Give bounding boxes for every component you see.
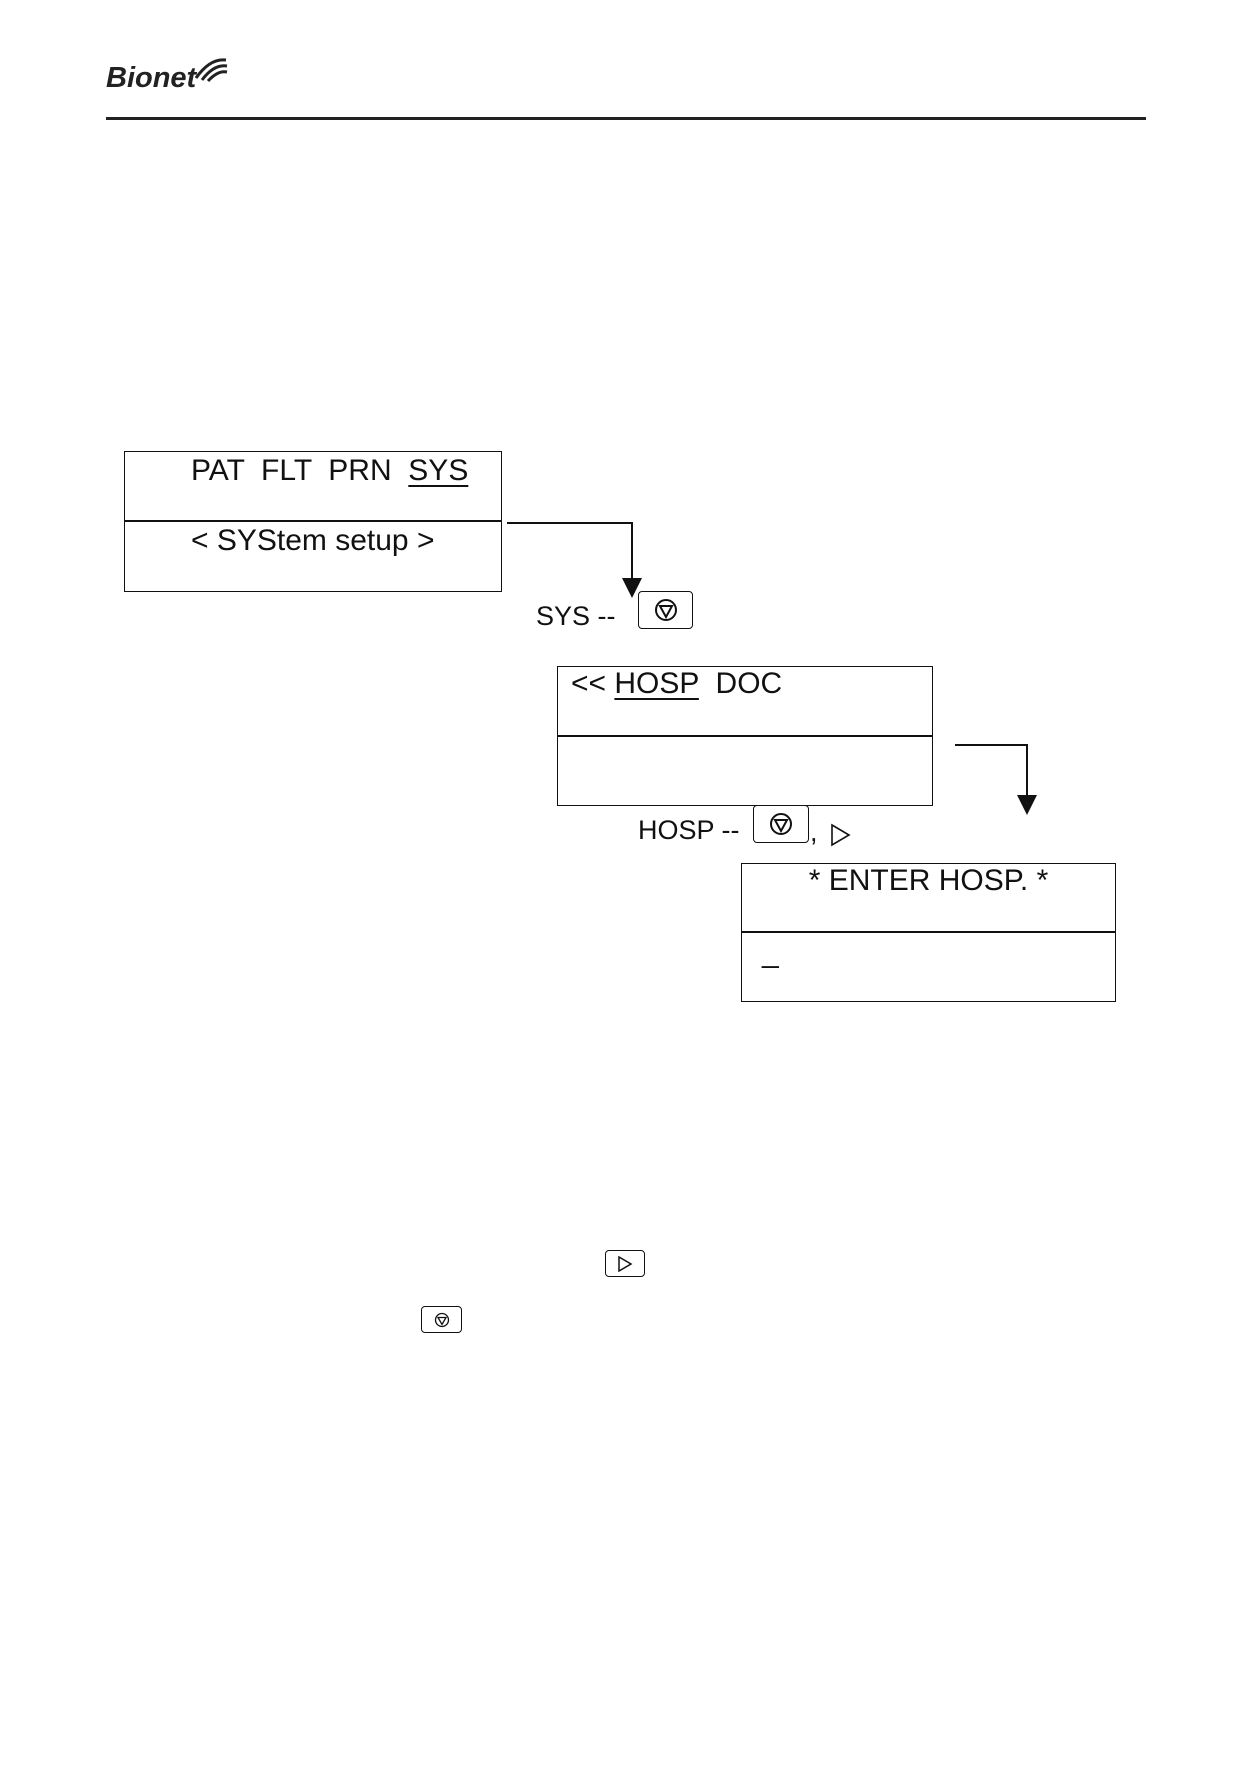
status-line: < SYStem setup > <box>191 524 435 557</box>
logo-swoosh-icon <box>194 58 228 82</box>
menu-line: PAT FLT PRN SYS <box>191 454 468 488</box>
select-key-icon <box>753 805 809 843</box>
menu-item-sys-selected: SYS <box>408 454 469 487</box>
enter-hosp-title: * ENTER HOSP. * <box>808 864 1049 897</box>
lcd-screen-system-menu: << HOSP DOC <box>557 666 933 806</box>
menu-item-hosp-selected: HOSP <box>614 667 699 700</box>
system-menu-line: << HOSP DOC <box>571 667 782 701</box>
step-sys-label: SYS -- <box>536 601 616 631</box>
select-key-icon <box>638 591 693 629</box>
right-triangle-icon <box>831 823 851 847</box>
bionet-logo: Bionet <box>106 58 228 95</box>
screen-divider <box>742 931 1115 933</box>
menu-item-pat: PAT <box>191 454 245 487</box>
lcd-screen-main-menu: PAT FLT PRN SYS < SYStem setup > <box>124 451 502 592</box>
step-hosp-label: HOSP -- <box>638 815 740 845</box>
screen-divider <box>125 520 501 522</box>
select-key-icon <box>421 1306 462 1333</box>
comma-separator: , <box>810 817 818 847</box>
back-prefix: << <box>571 667 607 700</box>
input-cursor: _ <box>762 936 779 969</box>
menu-item-prn: PRN <box>328 454 392 487</box>
menu-item-doc: DOC <box>715 667 783 700</box>
right-arrow-key-icon <box>605 1250 645 1277</box>
header-rule <box>106 117 1146 120</box>
screen-divider <box>558 735 932 737</box>
menu-item-flt: FLT <box>261 454 312 487</box>
lcd-screen-enter-hosp: * ENTER HOSP. * _ <box>741 863 1116 1002</box>
